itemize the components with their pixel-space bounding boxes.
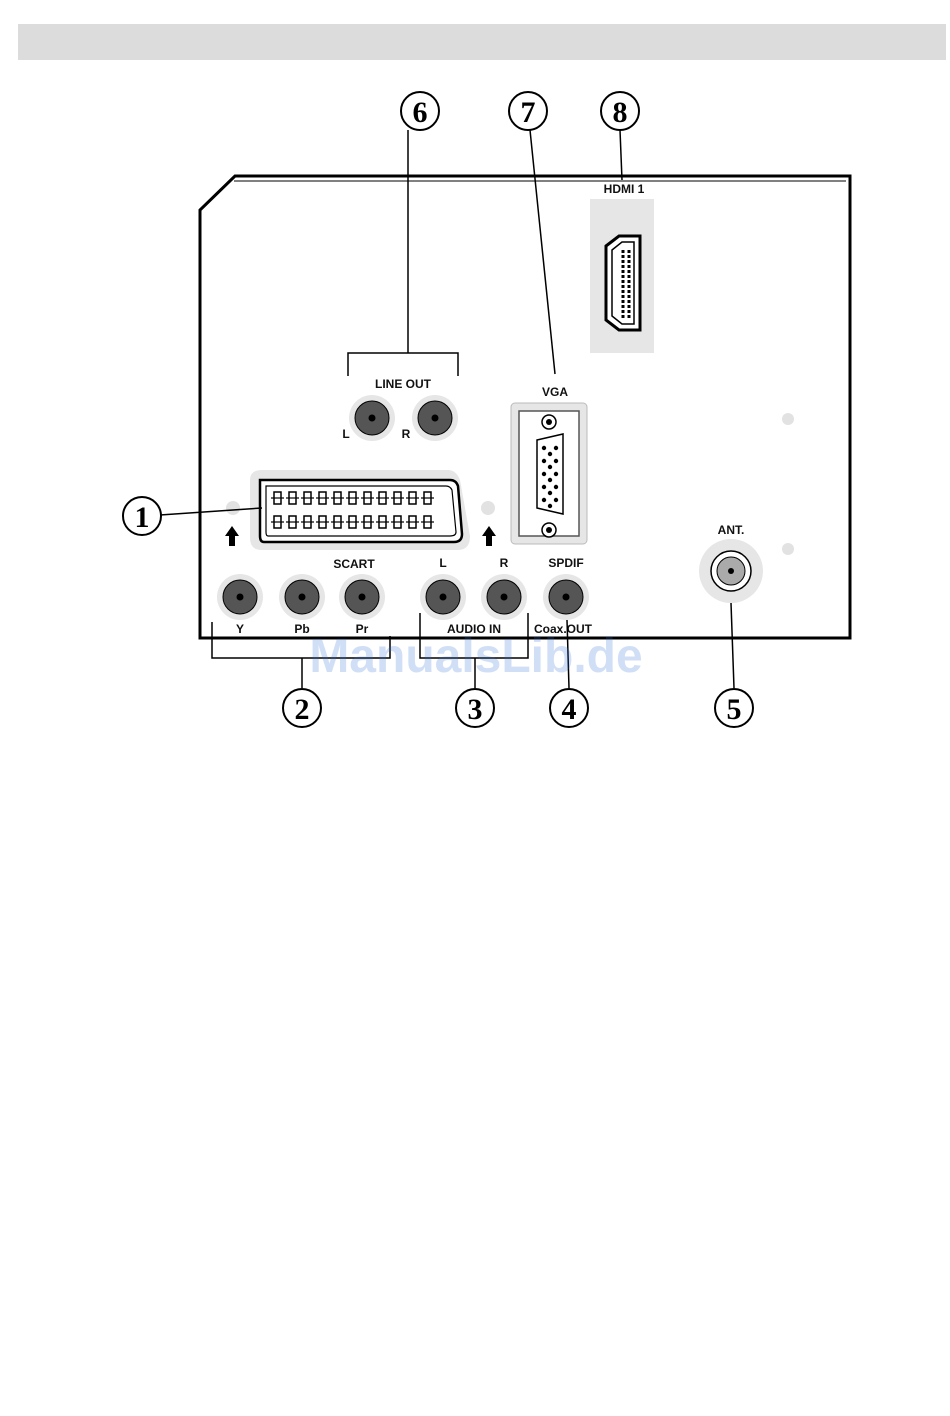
watermark: ManualsLib.de — [309, 630, 642, 683]
line-out-left-label: L — [342, 427, 349, 441]
hdmi-label: HDMI 1 — [604, 182, 645, 196]
vga-pin — [542, 446, 546, 450]
svg-text:2: 2 — [295, 693, 310, 726]
svg-text:6: 6 — [413, 96, 428, 129]
callout-8: 8 — [601, 92, 639, 130]
vga-pin — [548, 504, 552, 508]
vga-pin — [542, 485, 546, 489]
line-out-label: LINE OUT — [375, 377, 432, 391]
audio-in-left-label: L — [439, 556, 446, 570]
vga-pin — [542, 498, 546, 502]
component-y-jack — [217, 574, 263, 620]
line-out-right-label: R — [402, 427, 411, 441]
svg-text:4: 4 — [562, 693, 577, 726]
component-pb-jack — [279, 574, 325, 620]
antenna-label: ANT. — [718, 523, 745, 537]
svg-text:5: 5 — [727, 693, 742, 726]
vga-pin — [548, 465, 552, 469]
arrow-up-icon — [225, 526, 239, 546]
audio-in-right-label: R — [500, 556, 509, 570]
arrow-up-icon — [482, 526, 496, 546]
indicator-dot — [226, 501, 240, 515]
vga-pin — [542, 472, 546, 476]
callout-7: 7 — [509, 92, 547, 130]
scart-label: SCART — [333, 557, 375, 571]
vga-pin — [554, 446, 558, 450]
vga-pin — [554, 498, 558, 502]
svg-text:1: 1 — [135, 501, 150, 534]
audio-in-left-jack — [420, 574, 466, 620]
spdif-label: SPDIF — [548, 556, 583, 570]
vga-pin — [548, 478, 552, 482]
line-out-right-jack — [412, 395, 458, 441]
callout-2: 2 — [283, 689, 321, 727]
svg-text:3: 3 — [468, 693, 483, 726]
antenna-connector — [699, 539, 763, 603]
spdif-jack — [543, 574, 589, 620]
audio-in-right-jack — [481, 574, 527, 620]
indicator-dot — [481, 501, 495, 515]
indicator-dot — [782, 543, 794, 555]
line-out-bracket — [348, 353, 458, 376]
callout-3: 3 — [456, 689, 494, 727]
callout-1: 1 — [123, 497, 161, 535]
hdmi-connector — [590, 199, 654, 353]
indicator-dot — [782, 413, 794, 425]
callout-6: 6 — [401, 92, 439, 130]
line-out-left-jack — [349, 395, 395, 441]
svg-text:7: 7 — [521, 96, 536, 129]
vga-connector — [511, 403, 587, 544]
svg-text:8: 8 — [613, 96, 628, 129]
component-pb-label: Pb — [294, 622, 309, 636]
vga-pin — [548, 452, 552, 456]
callout-5: 5 — [715, 689, 753, 727]
callout-4: 4 — [550, 689, 588, 727]
scart-connector — [250, 470, 470, 550]
vga-pin — [548, 491, 552, 495]
vga-pin — [554, 459, 558, 463]
component-y-label: Y — [236, 622, 244, 636]
vga-pin — [554, 472, 558, 476]
component-pr-jack — [339, 574, 385, 620]
vga-pin — [542, 459, 546, 463]
vga-label: VGA — [542, 385, 568, 399]
vga-pin — [554, 485, 558, 489]
